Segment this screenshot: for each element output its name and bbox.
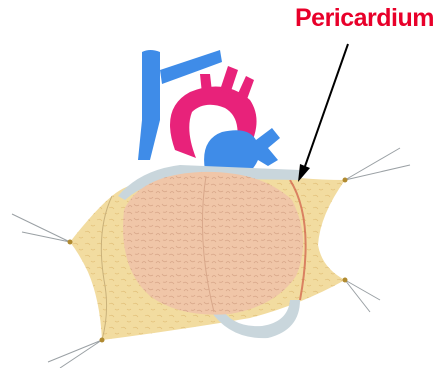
superior-vena-cava <box>138 50 160 160</box>
pointer-arrow-line <box>303 44 348 172</box>
pericardium-label: Pericardium <box>295 6 434 31</box>
